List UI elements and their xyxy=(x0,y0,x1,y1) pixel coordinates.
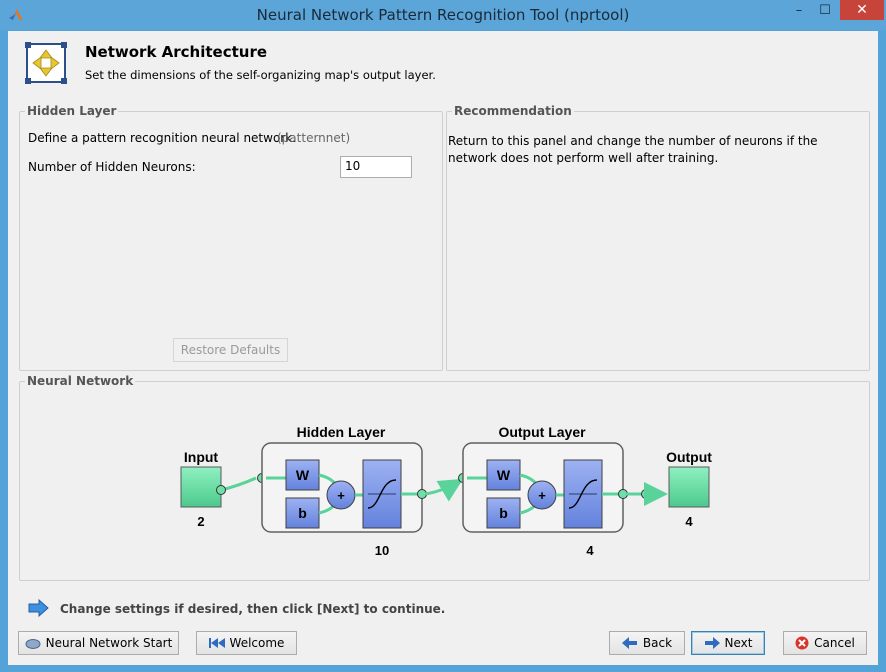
output-weight-symbol: W xyxy=(497,467,511,483)
welcome-button[interactable]: Welcome xyxy=(196,631,297,655)
back-label: Back xyxy=(642,636,673,650)
restore-defaults-button[interactable]: Restore Defaults xyxy=(173,338,288,362)
output-size: 4 xyxy=(685,514,693,529)
page-subtitle: Set the dimensions of the self-organizin… xyxy=(85,68,436,82)
output-bias-block xyxy=(486,497,521,529)
minimize-button[interactable]: – xyxy=(795,2,803,18)
neural-network-start-button[interactable]: Neural Network Start xyxy=(18,631,179,655)
input-size: 2 xyxy=(197,514,204,529)
back-arrow-icon xyxy=(621,637,637,649)
hidden-weight-symbol: W xyxy=(296,467,310,483)
hint-text: Change settings if desired, then click [… xyxy=(60,602,445,616)
recommendation-text: Return to this panel and change the numb… xyxy=(448,134,818,165)
hidden-layer-title: Hidden Layer xyxy=(297,424,386,440)
output-layer-title: Output Layer xyxy=(498,424,586,440)
cloud-icon xyxy=(25,639,41,649)
cancel-icon xyxy=(795,636,809,650)
window-title: Neural Network Pattern Recognition Tool … xyxy=(256,6,630,24)
cancel-label: Cancel xyxy=(814,636,855,650)
close-button[interactable]: ✕ xyxy=(840,0,884,20)
neural-network-panel: Neural Network xyxy=(19,374,870,581)
hidden-bias-block xyxy=(285,497,320,529)
hidden-layer-panel-label: Hidden Layer xyxy=(25,104,119,118)
output-weight-block xyxy=(486,459,521,491)
next-arrow-icon xyxy=(704,637,720,649)
next-label: Next xyxy=(724,636,753,650)
next-button[interactable]: Next xyxy=(691,631,765,655)
title-bar[interactable]: Neural Network Pattern Recognition Tool … xyxy=(0,0,886,30)
hint-rest: if desired, then click [Next] to continu… xyxy=(170,602,446,616)
neural-network-start-label: Neural Network Start xyxy=(45,636,173,650)
cancel-button[interactable]: Cancel xyxy=(783,631,867,655)
hint-bold: Change settings xyxy=(60,602,171,616)
hidden-bias-symbol: b xyxy=(298,505,307,521)
page-title: Network Architecture xyxy=(85,43,268,61)
output-node xyxy=(668,466,710,508)
hidden-layer-size: 10 xyxy=(375,543,389,556)
hidden-neurons-label: Number of Hidden Neurons: xyxy=(28,160,196,174)
maximize-button[interactable]: ☐ xyxy=(819,2,831,18)
restore-defaults-label: Restore Defaults xyxy=(180,343,281,357)
input-label: Input xyxy=(184,449,219,465)
output-layer-size: 4 xyxy=(586,543,594,556)
hidden-sum-symbol: + xyxy=(337,488,345,503)
network-diagram: Input 2 Hidden Layer W b + xyxy=(180,424,712,556)
hidden-neurons-input[interactable]: 10 xyxy=(340,156,412,178)
output-label: Output xyxy=(666,449,712,465)
recommendation-panel: Recommendation xyxy=(446,104,870,371)
rewind-icon xyxy=(208,638,225,648)
right-arrow-icon xyxy=(28,599,49,617)
welcome-label: Welcome xyxy=(229,636,285,650)
recommendation-panel-label: Recommendation xyxy=(452,104,574,118)
back-button[interactable]: Back xyxy=(609,631,685,655)
output-bias-symbol: b xyxy=(499,505,508,521)
neural-network-panel-label: Neural Network xyxy=(25,374,136,388)
output-sum-symbol: + xyxy=(538,488,546,503)
client-area: Network Architecture Set the dimensions … xyxy=(8,31,878,665)
architecture-icon xyxy=(25,42,67,84)
matlab-logo-icon xyxy=(9,9,23,21)
hidden-layer-panel: Hidden Layer xyxy=(19,104,443,371)
function-name-label: (patternnet) xyxy=(277,131,351,145)
input-node xyxy=(180,466,222,508)
hidden-layer-description: Define a pattern recognition neural netw… xyxy=(28,131,296,145)
